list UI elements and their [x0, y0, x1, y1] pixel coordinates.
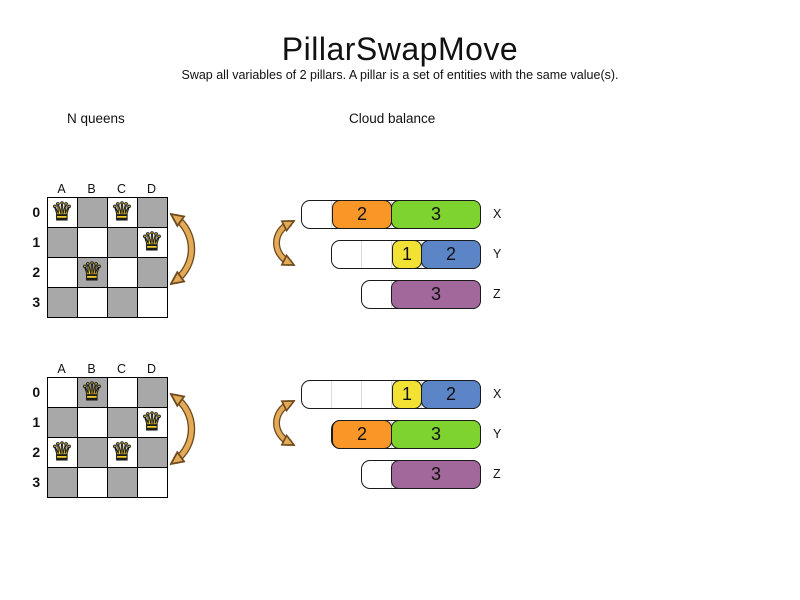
column-label-c: C — [116, 361, 128, 376]
swap-arrow-icon — [166, 205, 196, 293]
process-block-purple: 3 — [391, 460, 481, 489]
row-label-3: 3 — [32, 474, 41, 490]
board-cell-b0: ♛ — [76, 376, 108, 408]
queen-icon: ♛ — [110, 198, 134, 227]
process-block-orange: 2 — [332, 420, 392, 449]
section-label-nqueens: N queens — [67, 111, 125, 126]
board-cell-c2: ♛ — [106, 436, 138, 468]
queen-icon: ♛ — [50, 438, 74, 467]
board-cell-c0: ♛ — [106, 196, 138, 228]
board-cell-a2 — [46, 256, 78, 288]
queen-icon: ♛ — [140, 408, 164, 437]
process-block-yellow: 1 — [392, 240, 422, 269]
process-block-blue: 2 — [421, 380, 481, 409]
page-subtitle: Swap all variables of 2 pillars. A pilla… — [181, 68, 619, 82]
column-label-a: A — [57, 181, 67, 196]
column-label-c: C — [116, 181, 128, 196]
row-label-2: 2 — [32, 444, 41, 460]
process-block-blue: 2 — [421, 240, 481, 269]
process-block-green: 3 — [391, 420, 481, 449]
page-title: PillarSwapMove — [281, 31, 519, 67]
process-block-purple: 3 — [391, 280, 481, 309]
board-cell-d1: ♛ — [136, 406, 168, 438]
board-cell-c3 — [106, 466, 138, 498]
column-label-d: D — [146, 181, 158, 196]
process-block-yellow: 1 — [392, 380, 422, 409]
swap-arrow-icon — [273, 219, 299, 267]
queen-icon: ♛ — [50, 198, 74, 227]
computer-bar-z: 3 — [361, 460, 481, 489]
column-label-b: B — [87, 181, 97, 196]
board-cell-b1 — [76, 226, 108, 258]
board-cell-d0 — [136, 196, 168, 228]
board-cell-c3 — [106, 286, 138, 318]
swap-arrow-icon — [273, 399, 299, 447]
board-cell-b2 — [76, 436, 108, 468]
row-label-1: 1 — [32, 234, 41, 250]
row-label-1: 1 — [32, 414, 41, 430]
computer-label-y: Y — [493, 427, 502, 441]
column-label-b: B — [87, 361, 97, 376]
row-label-0: 0 — [32, 204, 41, 220]
board-cell-d3 — [136, 286, 168, 318]
computer-bar-z: 3 — [361, 280, 481, 309]
board-cell-d2 — [136, 436, 168, 468]
board-cell-b1 — [76, 406, 108, 438]
board-cell-a1 — [46, 226, 78, 258]
board-cell-b0 — [76, 196, 108, 228]
computer-label-y: Y — [493, 247, 502, 261]
board-cell-a3 — [46, 466, 78, 498]
computer-label-z: Z — [493, 467, 501, 481]
board-cell-a0: ♛ — [46, 196, 78, 228]
queen-icon: ♛ — [80, 258, 104, 287]
board-cell-c1 — [106, 406, 138, 438]
column-label-d: D — [146, 361, 158, 376]
swap-arrow-icon — [166, 385, 196, 473]
board-cell-a0 — [46, 376, 78, 408]
board-corner — [29, 360, 47, 377]
board-cell-c2 — [106, 256, 138, 288]
board-cell-b2: ♛ — [76, 256, 108, 288]
board-corner — [29, 180, 47, 197]
board-cell-c1 — [106, 226, 138, 258]
board-cell-d2 — [136, 256, 168, 288]
board-cell-a3 — [46, 286, 78, 318]
board-cell-b3 — [76, 286, 108, 318]
board-cell-a1 — [46, 406, 78, 438]
computer-label-z: Z — [493, 287, 501, 301]
queen-icon: ♛ — [110, 438, 134, 467]
board-cell-d3 — [136, 466, 168, 498]
row-label-2: 2 — [32, 264, 41, 280]
board-cell-d0 — [136, 376, 168, 408]
column-label-a: A — [57, 361, 67, 376]
board-cell-d1: ♛ — [136, 226, 168, 258]
board-cell-a2: ♛ — [46, 436, 78, 468]
process-block-orange: 2 — [332, 200, 392, 229]
row-label-3: 3 — [32, 294, 41, 310]
process-block-green: 3 — [391, 200, 481, 229]
board-cell-b3 — [76, 466, 108, 498]
section-label-cloud-balance: Cloud balance — [349, 111, 436, 126]
row-label-0: 0 — [32, 384, 41, 400]
board-cell-c0 — [106, 376, 138, 408]
computer-label-x: X — [493, 207, 502, 221]
computer-label-x: X — [493, 387, 502, 401]
queen-icon: ♛ — [80, 378, 104, 407]
queen-icon: ♛ — [140, 228, 164, 257]
